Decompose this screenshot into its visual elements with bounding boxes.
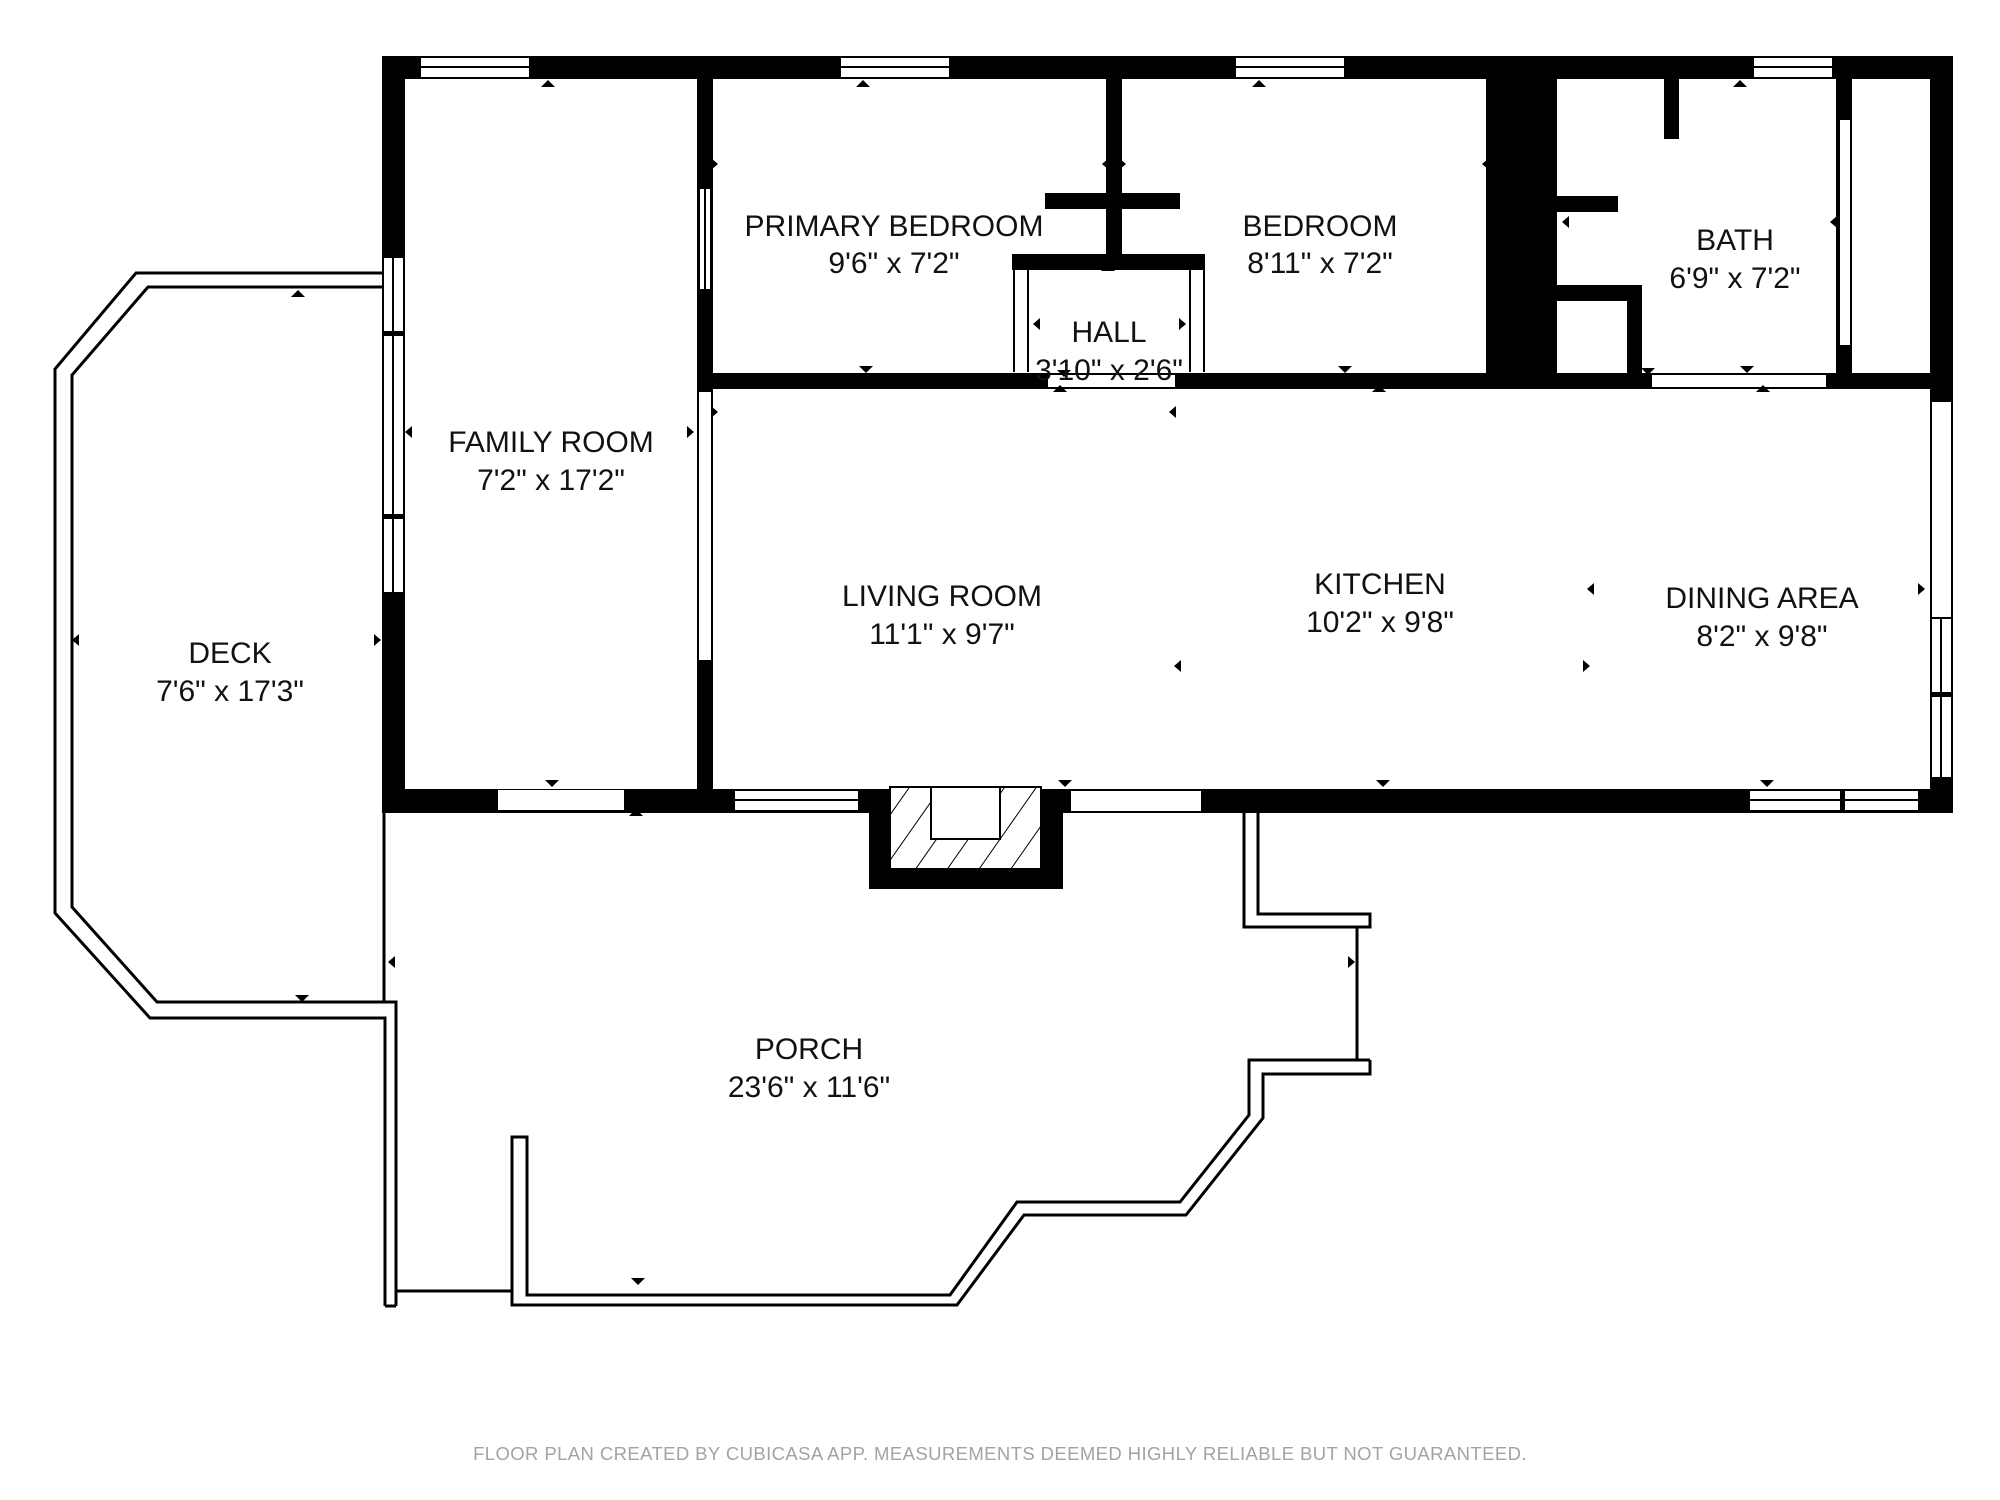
kitchen-name: KITCHEN xyxy=(1314,568,1446,601)
dining-area-name: DINING AREA xyxy=(1665,582,1858,615)
bedroom-dims: 8'11" x 7'2" xyxy=(1247,247,1393,280)
bedroom-name: BEDROOM xyxy=(1242,210,1397,243)
dining-area-dims: 8'2" x 9'8" xyxy=(1696,620,1827,653)
fireplace xyxy=(889,786,1042,870)
hall-dims: 3'10" x 2'6" xyxy=(1035,354,1183,387)
family-room-dims: 7'2" x 17'2" xyxy=(477,464,625,497)
porch-dims: 23'6" x 11'6" xyxy=(728,1071,890,1104)
hall-walls xyxy=(1013,270,1205,372)
primary-bedroom-dims: 9'6" x 7'2" xyxy=(828,247,959,280)
hall-name: HALL xyxy=(1071,316,1146,349)
living-room-dims: 11'1" x 9'7" xyxy=(869,618,1015,651)
deck-name: DECK xyxy=(188,637,271,670)
porch-name: PORCH xyxy=(755,1033,863,1066)
living-room-name: LIVING ROOM xyxy=(842,580,1042,613)
room-labels: FAMILY ROOM 7'2" x 17'2" PRIMARY BEDROOM… xyxy=(156,210,1859,1104)
dimension-markers xyxy=(72,80,1925,1285)
bath-name: BATH xyxy=(1696,224,1774,257)
family-room-name: FAMILY ROOM xyxy=(448,426,654,459)
floor-plan-disclaimer: FLOOR PLAN CREATED BY CUBICASA APP. MEAS… xyxy=(473,1443,1527,1464)
bath-dims: 6'9" x 7'2" xyxy=(1669,262,1800,295)
windows xyxy=(382,56,1953,812)
porch-outline xyxy=(382,812,1372,1307)
deck-dims: 7'6" x 17'3" xyxy=(156,675,304,708)
primary-bedroom-name: PRIMARY BEDROOM xyxy=(745,210,1044,243)
kitchen-dims: 10'2" x 9'8" xyxy=(1306,606,1454,639)
openings xyxy=(498,120,1951,811)
deck-outline xyxy=(53,271,398,1308)
